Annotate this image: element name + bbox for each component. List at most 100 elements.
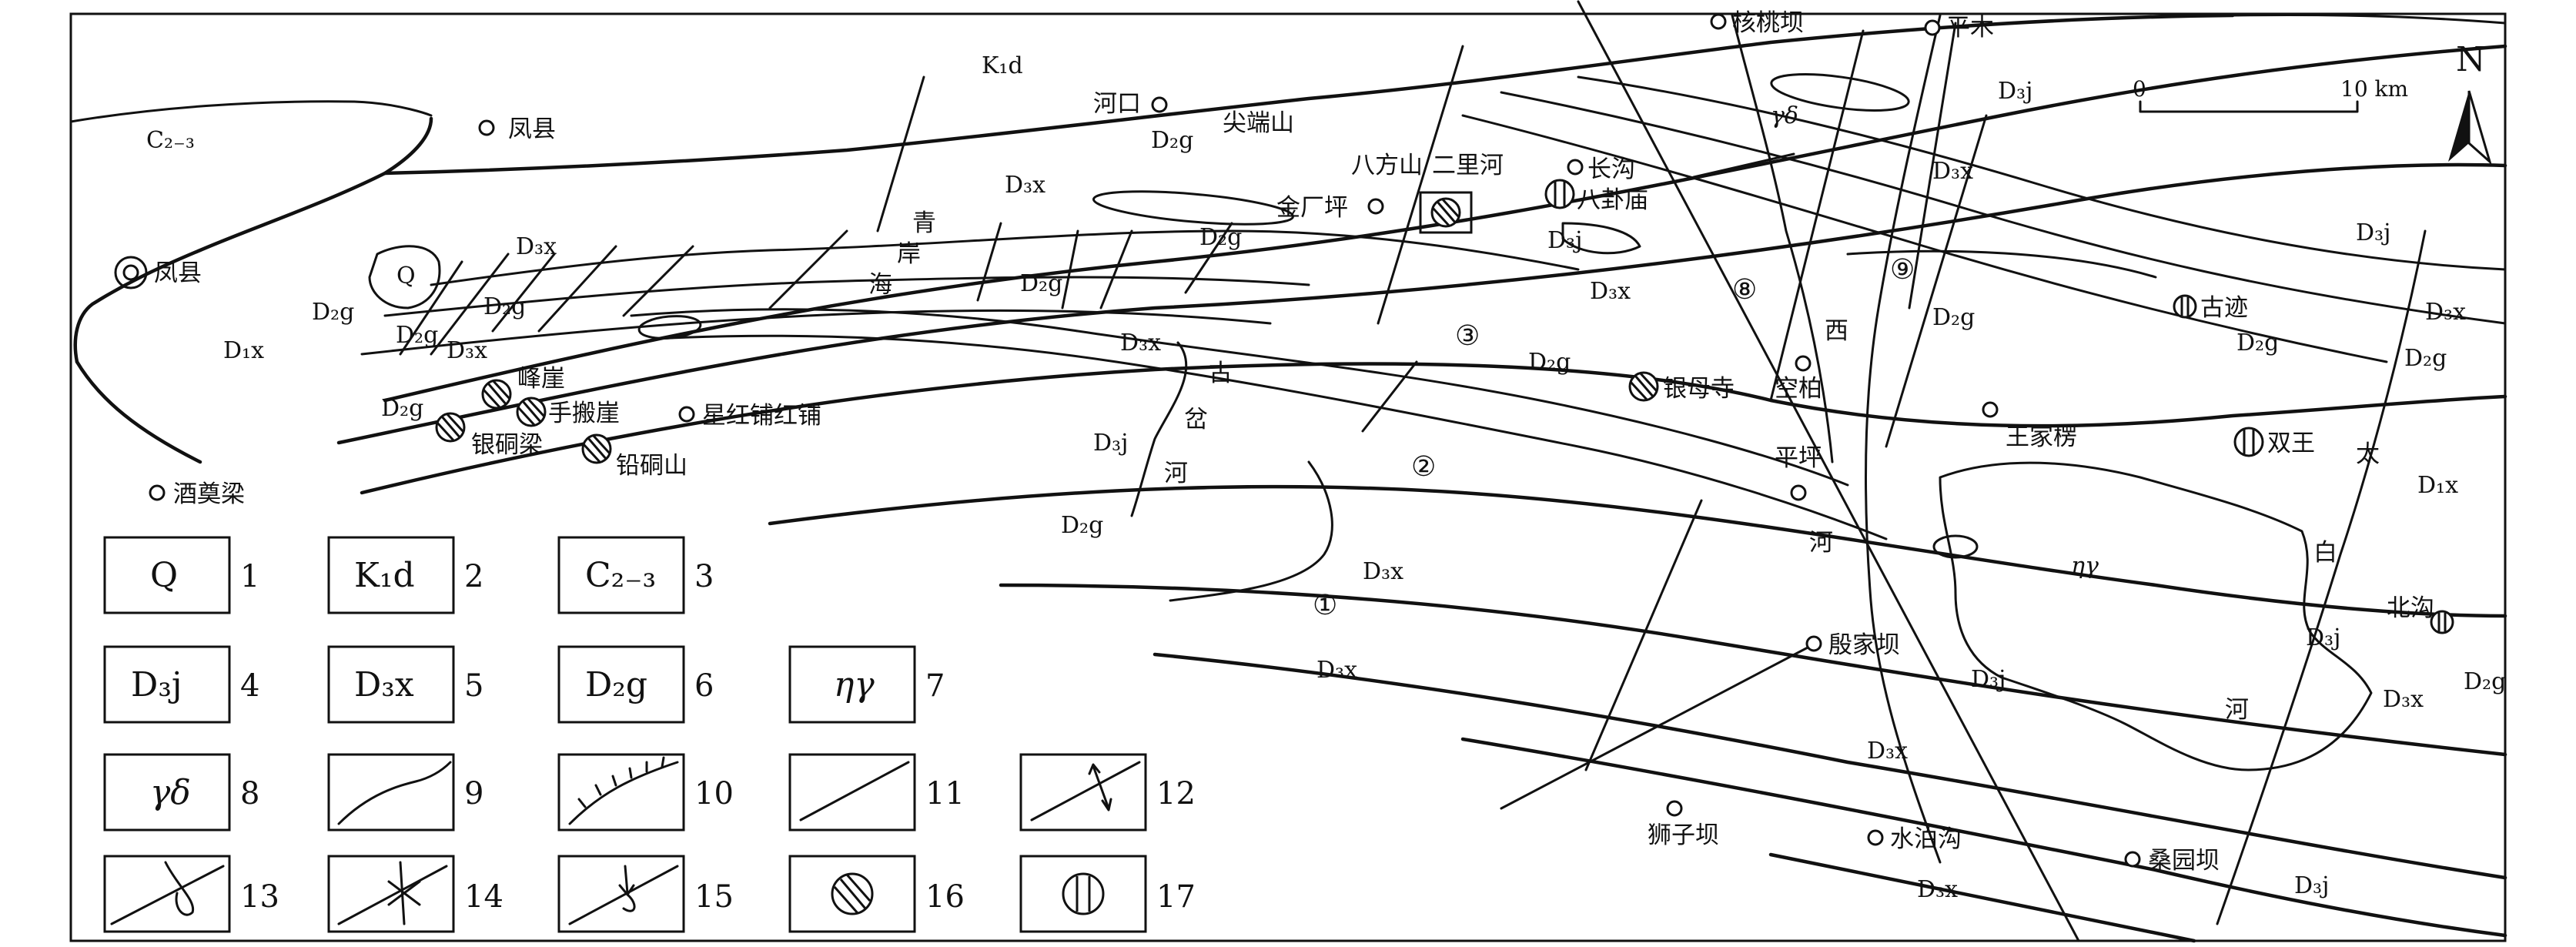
legend: Q 1 K₁d 2 C₂₋₃ 3 D₃j 4 D₃x 5 D₂g 6 ηγ 7 … xyxy=(103,536,1196,933)
unit-d3j-7: D₃j xyxy=(2294,872,2329,899)
place-kongbai: 空柏 xyxy=(1775,375,1822,403)
legend-12-num: 12 xyxy=(1156,776,1196,811)
place-shoubaya: 手搬崖 xyxy=(548,400,620,427)
lens-west xyxy=(637,315,702,340)
place-bafangshan: 八方山 xyxy=(1351,152,1423,179)
place-hetaoba: 核桃坝 xyxy=(1732,9,1804,37)
place-sangyuanba: 桑园坝 xyxy=(2148,847,2220,875)
river-char-xi: 西 xyxy=(1825,317,1848,345)
fengxian-city-icon xyxy=(114,256,148,289)
place-qiantongshan: 铅硐山 xyxy=(616,452,687,480)
basin-boundary xyxy=(69,13,2507,464)
legend-8-text: γδ xyxy=(150,773,191,812)
place-shiziba: 狮子坝 xyxy=(1648,822,1719,849)
unit-c23: C₂₋₃ xyxy=(146,127,195,154)
unit-d2g-13: D₂g xyxy=(2464,668,2506,695)
q-blob xyxy=(368,245,441,310)
north-arrow-icon: N xyxy=(2448,40,2492,166)
legend-3-num: 3 xyxy=(694,559,714,594)
place-fengya: 峰崖 xyxy=(517,365,565,393)
place-pingmu: 平木 xyxy=(1946,14,1994,42)
legend-10-num: 10 xyxy=(694,776,734,811)
place-jinchangping: 金厂坪 xyxy=(1276,194,1348,222)
lens-bagua xyxy=(1561,222,1641,255)
granite-pluton xyxy=(1939,461,2373,771)
lens-east xyxy=(1932,534,1979,559)
river-char-he2: 河 xyxy=(1809,529,1833,557)
deposit-vertical-icons xyxy=(1544,179,2454,634)
river-char-qing: 青 xyxy=(912,209,936,237)
fault-9: ⑨ xyxy=(1890,254,1915,286)
river-char-tai: 太 xyxy=(2356,440,2380,468)
fault-numbers: ① ② ③ ⑧ ⑨ xyxy=(1313,254,1915,621)
place-xinghongpu: 星红铺红铺 xyxy=(702,402,821,430)
river-char-he3: 河 xyxy=(2225,696,2249,724)
unit-d2g-3: D₂g xyxy=(483,293,526,320)
legend-3-text: C₂₋₃ xyxy=(585,556,656,595)
place-labels: 凤县 凤县 酒奠梁 河口 尖端山 八方山 二里河 金厂坪 长沟 八卦庙 核桃坝 … xyxy=(154,9,2434,875)
unit-d3x-2: D₃x xyxy=(447,337,487,364)
legend-4-text: D₃j xyxy=(131,665,182,704)
cross-faults xyxy=(399,0,2080,942)
north-label: N xyxy=(2456,40,2486,79)
legend-4-num: 4 xyxy=(240,668,259,704)
unit-d2g-8: D₂g xyxy=(1061,512,1103,539)
unit-d2g-2: D₂g xyxy=(396,322,438,349)
place-baguamiao: 八卦庙 xyxy=(1577,186,1648,214)
unit-q: Q xyxy=(396,263,416,289)
legend-2-num: 2 xyxy=(464,559,483,594)
legend-16-num: 16 xyxy=(925,879,965,915)
unit-d3j-1: D₃j xyxy=(1093,430,1128,457)
scale-end-label: 10 km xyxy=(2340,76,2408,102)
place-changgou: 长沟 xyxy=(1587,156,1635,183)
unit-d3x-6: D₃x xyxy=(1316,657,1357,684)
unit-d1x-west: D₁x xyxy=(223,337,264,364)
place-yintongliang: 银硐梁 xyxy=(471,431,543,459)
unit-d3j-2: D₃j xyxy=(1547,227,1582,254)
fault-8: ⑧ xyxy=(1732,274,1757,306)
legend-7-text: ηγ xyxy=(834,665,875,704)
unit-d3x-7: D₃x xyxy=(1590,278,1631,305)
place-pingping: 平坪 xyxy=(1775,444,1822,472)
river-char-cha: 岔 xyxy=(1184,406,1208,433)
unit-eg: ηγ xyxy=(2071,553,2099,580)
place-beigou: 北沟 xyxy=(2387,594,2434,622)
unit-d2g-12: D₂g xyxy=(2404,345,2447,372)
legend-1-text: Q xyxy=(150,556,178,595)
unit-d3x-10: D₃x xyxy=(2383,686,2424,713)
river-char-bai: 白 xyxy=(2313,539,2337,567)
unit-d2g-9: D₂g xyxy=(1528,349,1571,376)
unit-d2g-6: D₂g xyxy=(1199,224,1242,251)
river-char-hai: 海 xyxy=(868,271,892,299)
unit-d2g-11: D₂g xyxy=(2236,330,2279,356)
legend-11-num: 11 xyxy=(925,776,965,811)
unit-d3x-12: D₃x xyxy=(1917,876,1958,903)
ne-faults xyxy=(1461,75,2507,363)
legend-5-text: D₃x xyxy=(354,665,414,704)
unit-d3x-8: D₃x xyxy=(1932,158,1973,185)
unit-d3x-4: D₃x xyxy=(1120,330,1161,356)
legend-15-num: 15 xyxy=(694,879,734,915)
legend-6-num: 6 xyxy=(694,668,714,704)
legend-9-num: 9 xyxy=(464,776,483,811)
legend-13-num: 13 xyxy=(240,879,279,915)
place-jiumoliang: 酒奠梁 xyxy=(173,480,245,508)
place-jianduanshan: 尖端山 xyxy=(1223,109,1294,137)
unit-d3x-9: D₃x xyxy=(2425,299,2466,326)
scale-bar: 0 10 km xyxy=(2133,76,2408,113)
unit-d2g-10: D₂g xyxy=(1932,304,1975,331)
place-yinjiaba: 殷家坝 xyxy=(1828,631,1900,659)
legend-17-num: 17 xyxy=(1156,879,1196,915)
place-wangjialeng: 王家楞 xyxy=(2006,423,2077,451)
unit-d2g-4: D₂g xyxy=(381,395,423,422)
unit-gd: γδ xyxy=(1771,102,1798,129)
place-fengxian-b: 凤县 xyxy=(154,259,202,287)
fault-1: ① xyxy=(1313,590,1337,621)
unit-d2g-1: D₂g xyxy=(312,299,354,326)
unit-labels: K₁d C₂₋₃ D₁x Q D₂g D₂g D₂g D₃x D₃x D₂g D… xyxy=(146,52,2506,903)
river-char-yan: 岸 xyxy=(897,240,921,268)
unit-d3j-4: D₃j xyxy=(2356,219,2390,246)
unit-d2g-5: D₂g xyxy=(1151,127,1193,154)
lens-upper xyxy=(1092,190,1295,226)
unit-d3j-5: D₃j xyxy=(2306,624,2340,651)
